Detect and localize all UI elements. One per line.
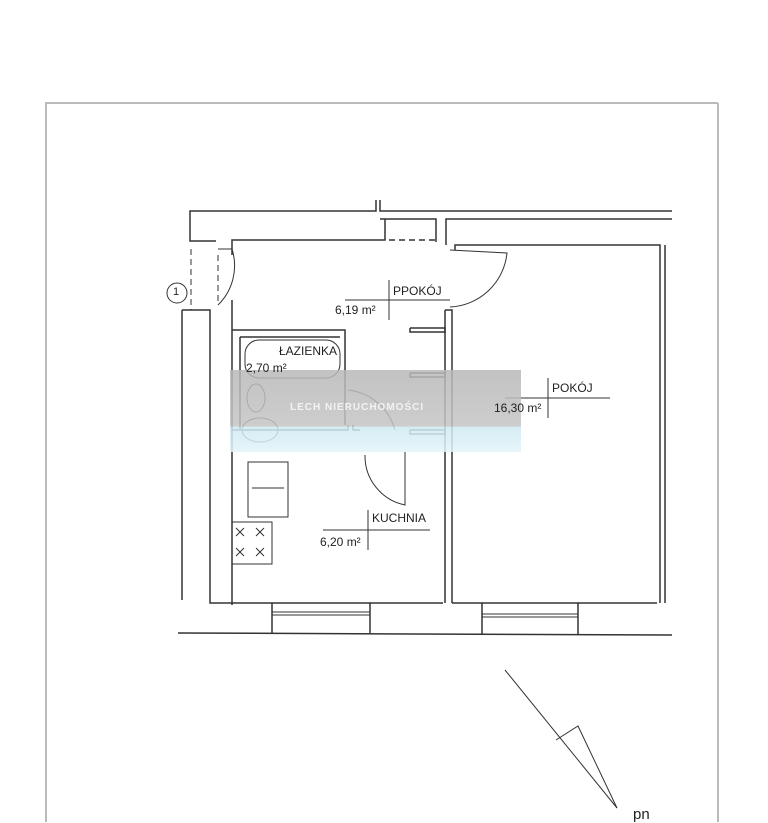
room-area-room: 16,30 m²: [494, 401, 542, 415]
stove-icon: [231, 521, 273, 565]
room-area-bathroom: 2,70 m²: [246, 361, 287, 375]
entrance-marker-label: 1: [173, 286, 180, 298]
north-label: pn: [633, 806, 650, 823]
room-name-kitchen: KUCHNIA: [372, 511, 427, 525]
room-name-room: POKÓJ: [552, 381, 593, 395]
kitchen-sink-icon: [247, 461, 289, 518]
entrance-marker-circle: [166, 282, 188, 304]
windows: [271, 611, 579, 618]
room-name-hall: PPOKÓJ: [393, 284, 442, 298]
room-area-kitchen: 6,20 m²: [320, 535, 361, 549]
room-area-hall: 6,19 m²: [335, 303, 376, 317]
room-name-bathroom: ŁAZIENKA: [279, 344, 338, 358]
watermark-band: [230, 370, 521, 452]
label-leaders: [323, 280, 610, 550]
north-arrow-icon: [504, 669, 618, 809]
watermark-text: LECH NIERUCHOMOŚCI: [290, 402, 425, 413]
sheet-frame: [45, 102, 719, 822]
